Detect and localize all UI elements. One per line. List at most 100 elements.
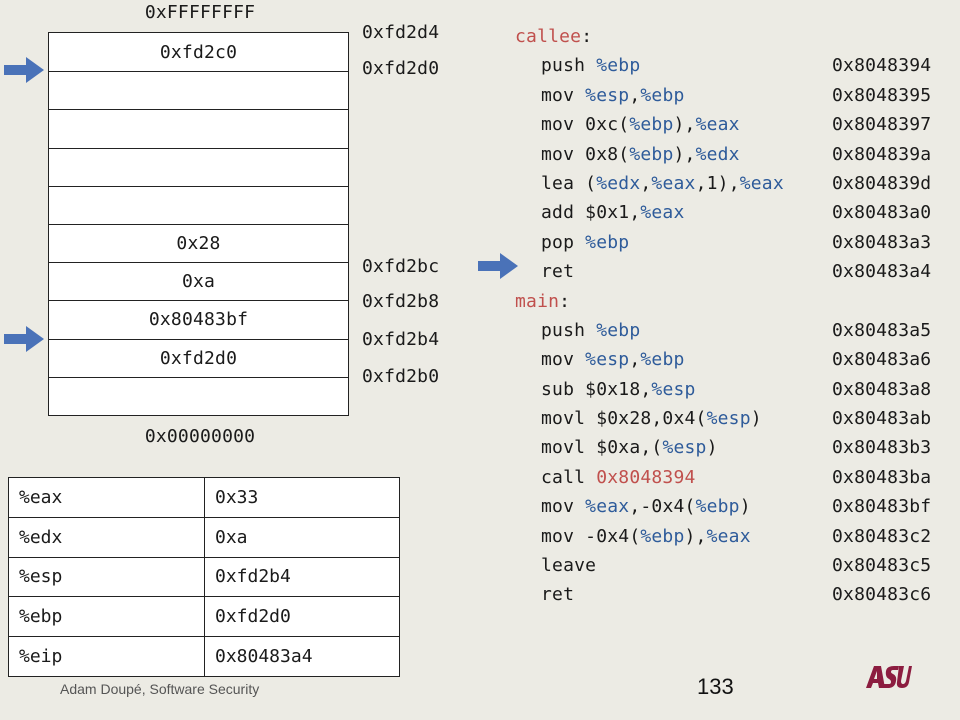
instruction-opcode: mov [541, 143, 575, 165]
instruction-address: 0x804839a [832, 143, 932, 165]
stack-cell: 0xfd2d0 [49, 338, 348, 377]
instruction-operand: ) [739, 496, 751, 518]
register-row: %edx 0xa [8, 516, 400, 558]
asu-logo-icon [866, 666, 912, 688]
instruction-opcode: mov [541, 349, 575, 371]
instruction-opcode: lea [541, 172, 575, 194]
instruction-address: 0x80483c2 [832, 525, 932, 547]
instruction-operand: %esp [585, 84, 630, 106]
register-row: %ebp 0xfd2d0 [8, 596, 400, 638]
instruction-address: 0x80483c5 [832, 555, 932, 577]
register-row: %esp 0xfd2b4 [8, 556, 400, 598]
instruction-operand: ( [585, 172, 597, 194]
instruction-operand: %ebp [585, 231, 630, 253]
instruction-address: 0x80483a5 [832, 319, 932, 341]
operand-space [574, 202, 585, 223]
instruction-operand: -0x4( [585, 525, 641, 547]
instruction-opcode: push [541, 55, 586, 77]
operand-space [574, 85, 585, 106]
instruction-opcode: mov [541, 496, 575, 518]
instruction-operand: ) [706, 437, 718, 459]
instruction-operand: ), [684, 525, 707, 547]
instruction-address: 0x80483a4 [832, 261, 932, 283]
instruction-opcode: movl [541, 437, 586, 459]
stack-address-label: 0xfd2b0 [362, 366, 440, 387]
main-label: main [515, 290, 560, 312]
stack-address-label: 0xfd2d0 [362, 58, 440, 79]
instruction-operand: %ebp [640, 349, 685, 371]
stack-cell: 0xa [49, 262, 348, 300]
stack-address-label: 0xfd2d4 [362, 22, 440, 43]
stack-address-label: 0xfd2bc [362, 256, 440, 277]
operand-space [585, 55, 596, 76]
instruction-address: 0x80483a6 [832, 349, 932, 371]
instruction-operand: ), [673, 143, 696, 165]
stack-bottom-address: 0x00000000 [144, 426, 256, 447]
instruction-address: 0x80483b3 [832, 437, 932, 459]
instruction-opcode: add [541, 202, 575, 224]
instruction-operand: %ebp [629, 143, 674, 165]
instruction-address: 0x8048395 [832, 84, 932, 106]
ebp-arrow-icon [4, 57, 44, 83]
instruction-operand: ,-0x4( [629, 496, 696, 518]
register-name: %esp [8, 556, 205, 598]
instruction-address: 0x804839d [832, 172, 932, 194]
operand-space [574, 173, 585, 194]
stack-cell [49, 376, 348, 415]
instruction-address: 0x8048397 [832, 114, 932, 136]
register-table: %eax 0x33 %edx 0xa %esp 0xfd2b4 %ebp 0xf… [8, 477, 400, 677]
instruction-operand: , [640, 172, 652, 194]
instruction-line: movl $0xa,(%esp)0x80483b3 [515, 433, 955, 462]
operand-space [585, 408, 596, 429]
instruction-opcode: pop [541, 231, 575, 253]
instruction-line: sub $0x18,%esp 0x80483a8 [515, 375, 955, 404]
operand-space [574, 496, 585, 517]
register-value: 0xa [204, 516, 400, 558]
instruction-opcode: ret [541, 584, 575, 606]
stack-top-address: 0xFFFFFFFF [144, 2, 256, 23]
instruction-operand: , [629, 349, 641, 371]
instruction-operand: %eax [585, 496, 630, 518]
instruction-operand: $0x28,0x4( [596, 408, 707, 430]
instruction-opcode: sub [541, 378, 575, 400]
operand-space [574, 144, 585, 165]
instruction-operand: %eax [640, 202, 685, 224]
operand-space [585, 437, 596, 458]
instruction-address: 0x80483ab [832, 408, 932, 430]
instruction-address: 0x80483a3 [832, 231, 932, 253]
stack-diagram: 0xfd2c0 0x28 0xa 0x80483bf 0xfd2d0 [48, 32, 349, 416]
instruction-opcode: push [541, 319, 586, 341]
instruction-operand: %esp [651, 378, 696, 400]
instruction-opcode: movl [541, 408, 586, 430]
instruction-operand: $0x18, [585, 378, 652, 400]
instruction-opcode: leave [541, 555, 597, 577]
instruction-address: 0x80483a8 [832, 378, 932, 400]
instruction-operand: %ebp [596, 55, 641, 77]
stack-address-label: 0xfd2b8 [362, 291, 440, 312]
function-label: main: [515, 287, 955, 316]
instruction-opcode: mov [541, 84, 575, 106]
instruction-operand: ,1), [695, 172, 740, 194]
slide-number: 133 [697, 674, 734, 699]
instruction-opcode: call [541, 466, 586, 488]
instruction-operand: 0x8( [585, 143, 630, 165]
label-colon: : [559, 290, 571, 312]
instruction-line: pop %ebp 0x80483a3 [515, 228, 955, 257]
instruction-operand: ), [673, 114, 696, 136]
instruction-operand: %ebp [640, 84, 685, 106]
stack-cell [49, 109, 348, 147]
esp-arrow-icon [4, 326, 44, 352]
instruction-operand: %ebp [629, 114, 674, 136]
instruction-operand: $0xa,( [596, 437, 663, 459]
instruction-operand: %ebp [596, 319, 641, 341]
